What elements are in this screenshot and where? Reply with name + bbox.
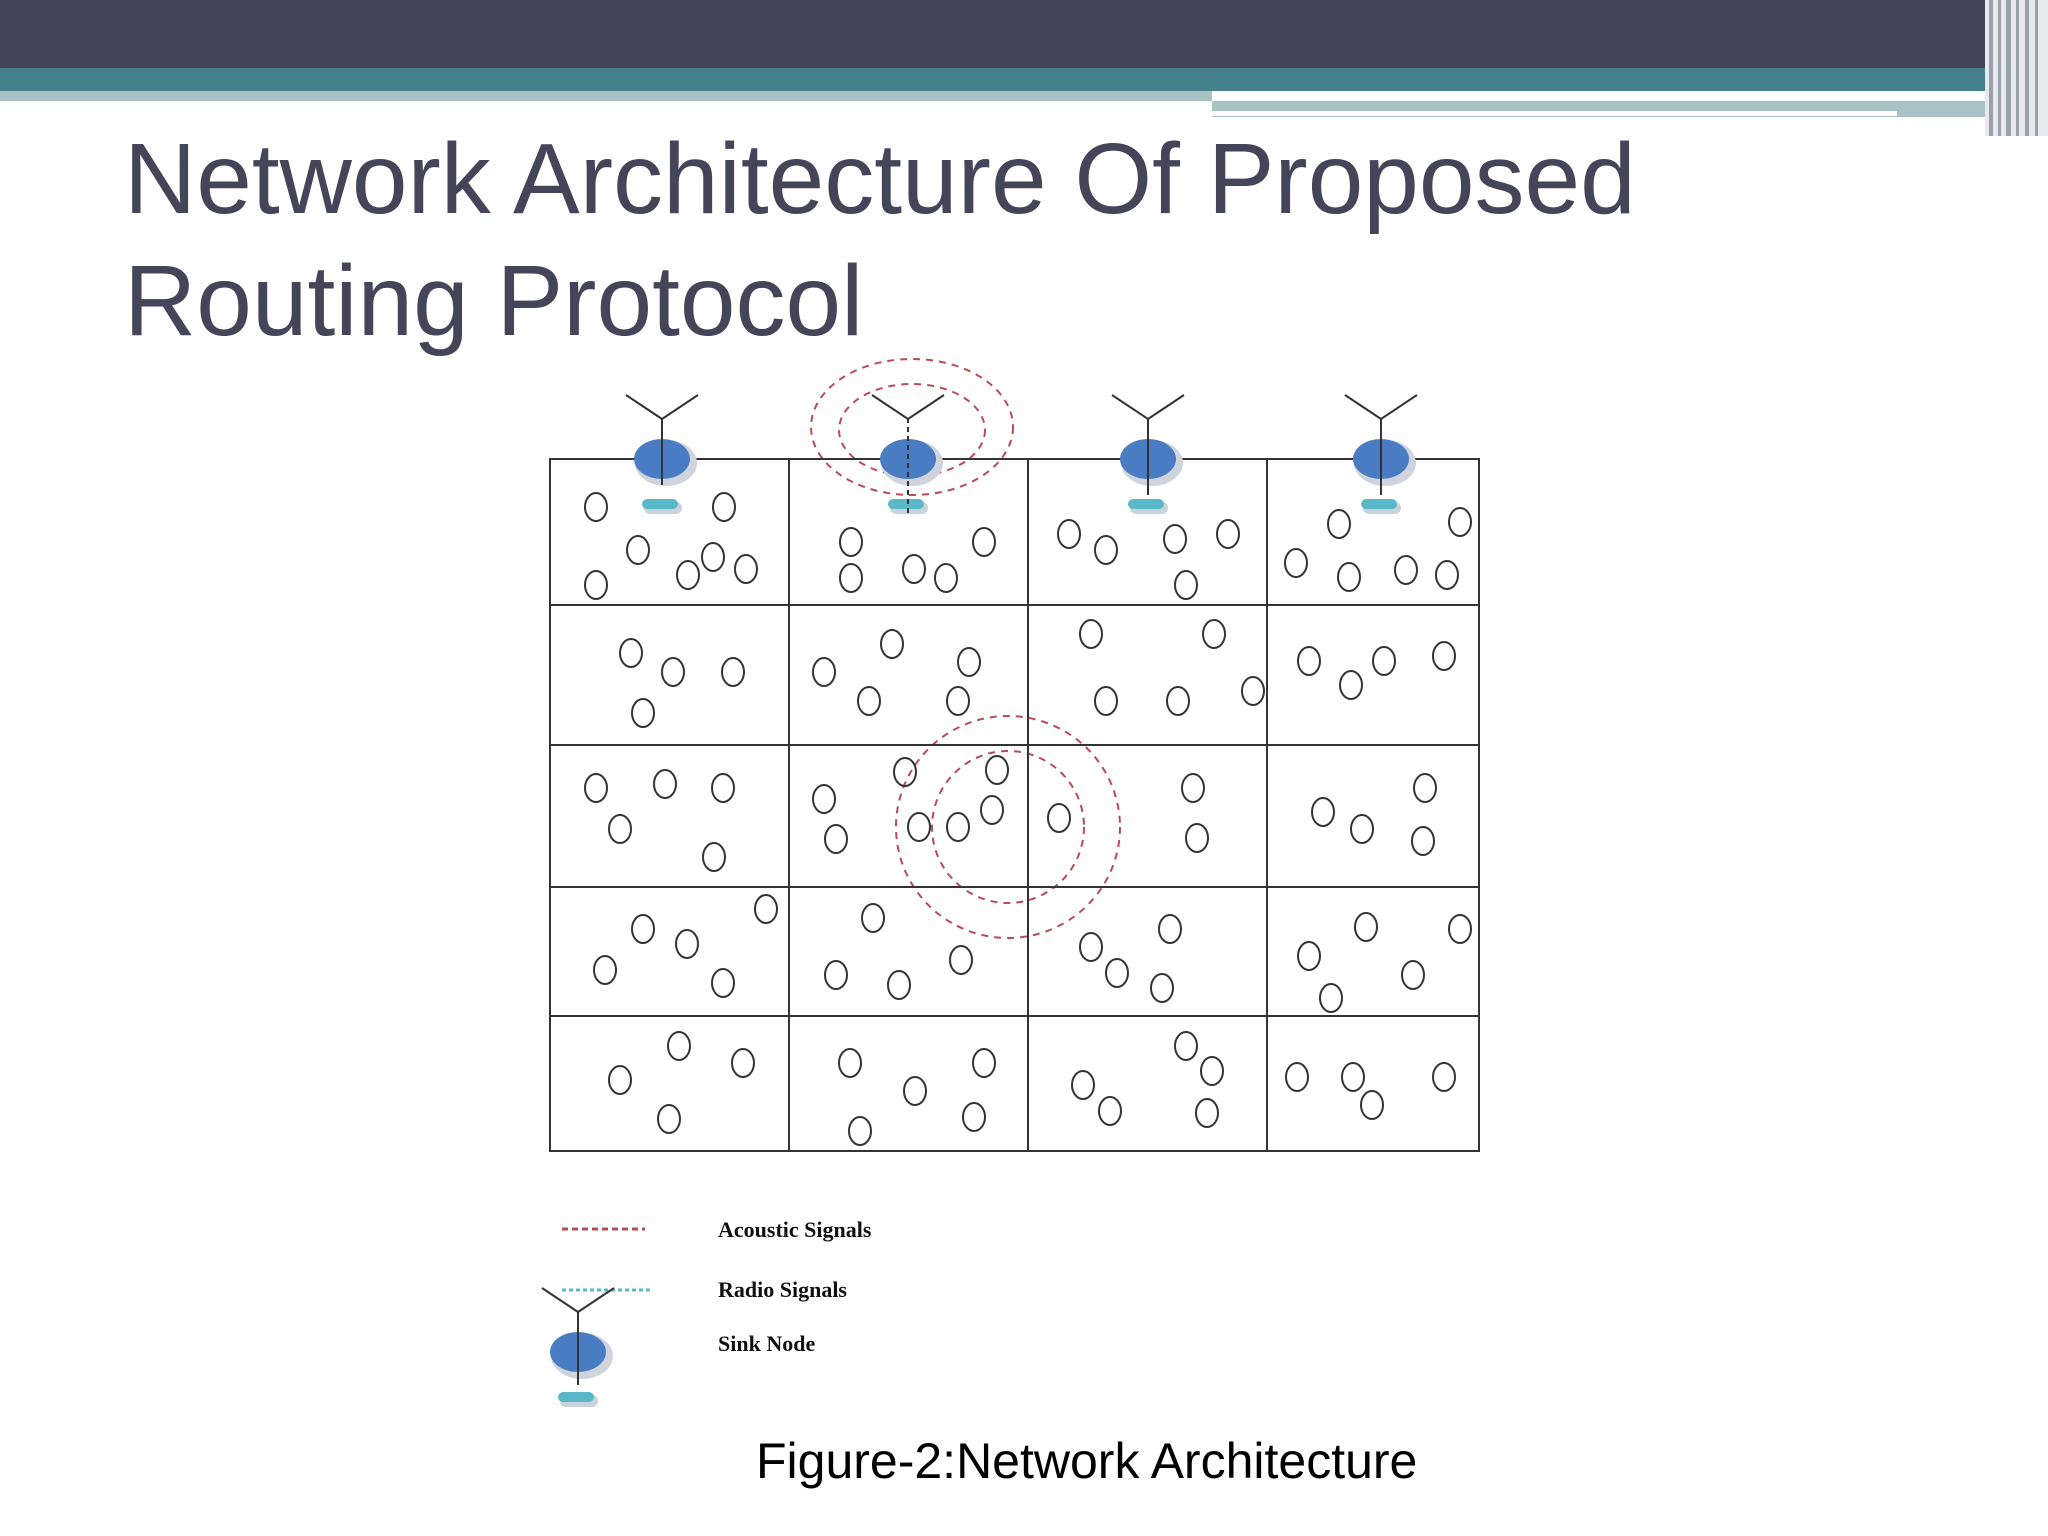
header-teal-band [0, 68, 2048, 91]
acoustic-range-center [895, 715, 1121, 939]
sensor-nodes [584, 492, 1472, 1146]
header-dark-band [0, 0, 2048, 68]
acoustic-legend-label: Acoustic Signals [718, 1217, 872, 1242]
corner-stripes [1985, 0, 2048, 136]
header-light-band [0, 91, 1212, 101]
header-accent-line [1212, 111, 1897, 116]
sink-legend-label: Sink Node [718, 1331, 815, 1356]
figure-caption: Figure-2:Network Architecture [756, 1433, 1418, 1489]
grid [549, 458, 1480, 1152]
legend: Acoustic Signals Radio Signals Sink Node [541, 1217, 872, 1408]
slide-title: Network Architecture Of Proposed Routing… [124, 123, 1636, 357]
radio-legend-label: Radio Signals [718, 1277, 847, 1302]
